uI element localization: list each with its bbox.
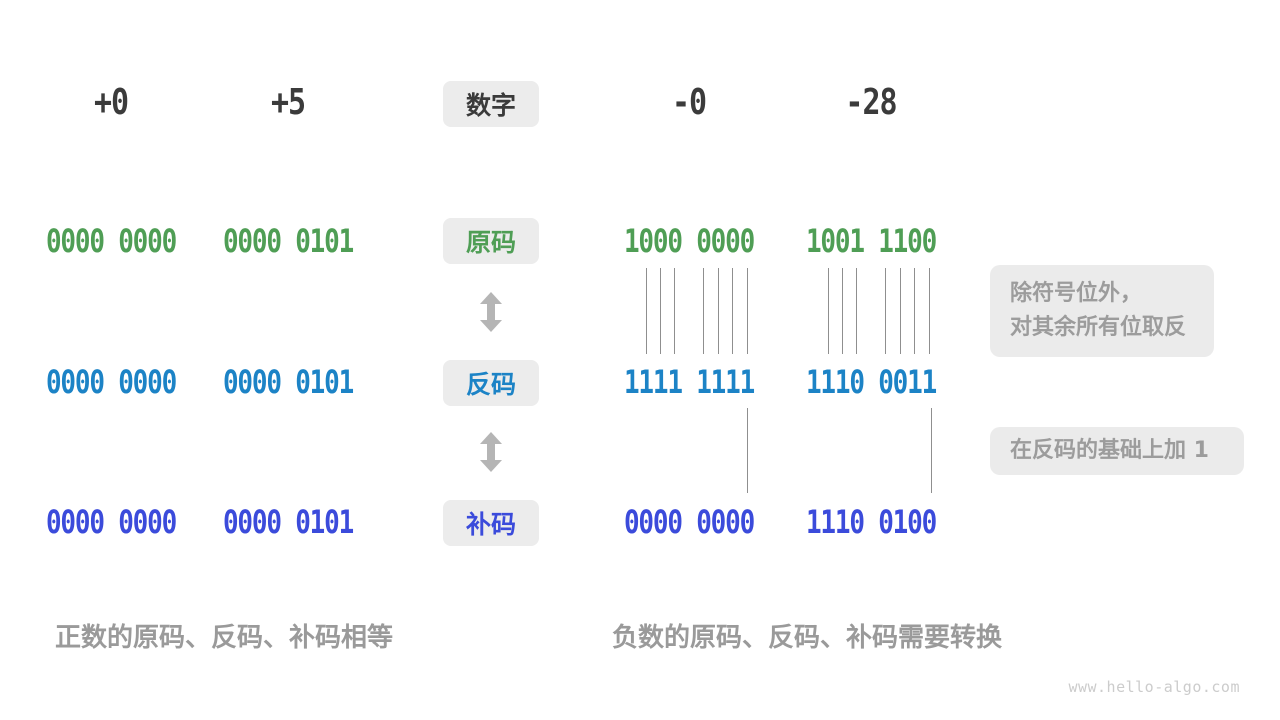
tick-line xyxy=(747,268,748,354)
updown-arrow-icon xyxy=(480,292,502,332)
header-neg28: -28 xyxy=(845,82,897,124)
twos-complement-neg28: 1110 0100 xyxy=(805,504,937,542)
tick-line xyxy=(856,268,857,354)
tick-line xyxy=(646,268,647,354)
header-badge-number-label: 数字 xyxy=(465,91,516,120)
tick-line xyxy=(914,268,915,354)
updown-arrow-icon xyxy=(480,432,502,472)
tick-line xyxy=(885,268,886,354)
tick-line xyxy=(703,268,704,354)
header-badge-number: 数字 xyxy=(443,81,539,127)
tick-line xyxy=(900,268,901,354)
twos-complement-badge: 补码 xyxy=(443,500,539,546)
note-invert-bits-line1: 除符号位外， xyxy=(1010,281,1143,306)
sign-magnitude-badge: 原码 xyxy=(443,218,539,264)
tick-line xyxy=(660,268,661,354)
bit-connector-lines-neg0 xyxy=(624,268,754,354)
header-neg0: -0 xyxy=(671,82,707,124)
note-add-one: 在反码的基础上加 1 xyxy=(990,427,1244,475)
sign-magnitude-pos0: 0000 0000 xyxy=(45,223,177,261)
header-pos5: +5 xyxy=(270,82,306,124)
ones-complement-badge: 反码 xyxy=(443,360,539,406)
twos-complement-pos0: 0000 0000 xyxy=(45,504,177,542)
tick-line xyxy=(718,268,719,354)
tick-line xyxy=(842,268,843,354)
tick-line xyxy=(732,268,733,354)
sign-magnitude-neg0: 1000 0000 xyxy=(623,223,755,261)
tick-line xyxy=(929,268,930,354)
header-pos0: +0 xyxy=(93,82,129,124)
ones-complement-pos0: 0000 0000 xyxy=(45,364,177,402)
watermark: www.hello-algo.com xyxy=(1068,678,1240,696)
bit-connector-lines-neg28 xyxy=(806,268,936,354)
twos-complement-neg0: 0000 0000 xyxy=(623,504,755,542)
caption-positive: 正数的原码、反码、补码相等 xyxy=(55,623,394,653)
sign-magnitude-pos5: 0000 0101 xyxy=(222,223,354,261)
note-add-one-label: 在反码的基础上加 1 xyxy=(1010,438,1209,463)
twos-complement-pos5: 0000 0101 xyxy=(222,504,354,542)
ones-complement-pos5: 0000 0101 xyxy=(222,364,354,402)
note-invert-bits-line2: 对其余所有位取反 xyxy=(1010,315,1187,340)
carry-line-neg0 xyxy=(747,408,748,493)
caption-negative: 负数的原码、反码、补码需要转换 xyxy=(612,623,1003,653)
tick-line xyxy=(674,268,675,354)
ones-complement-neg28: 1110 0011 xyxy=(805,364,937,402)
note-invert-bits: 除符号位外， 对其余所有位取反 xyxy=(990,265,1214,357)
tick-line xyxy=(828,268,829,354)
sign-magnitude-badge-label: 原码 xyxy=(465,228,516,257)
ones-complement-badge-label: 反码 xyxy=(465,370,516,399)
twos-complement-badge-label: 补码 xyxy=(465,510,516,539)
carry-line-neg28 xyxy=(931,408,932,493)
ones-complement-neg0: 1111 1111 xyxy=(623,364,755,402)
sign-magnitude-neg28: 1001 1100 xyxy=(805,223,937,261)
